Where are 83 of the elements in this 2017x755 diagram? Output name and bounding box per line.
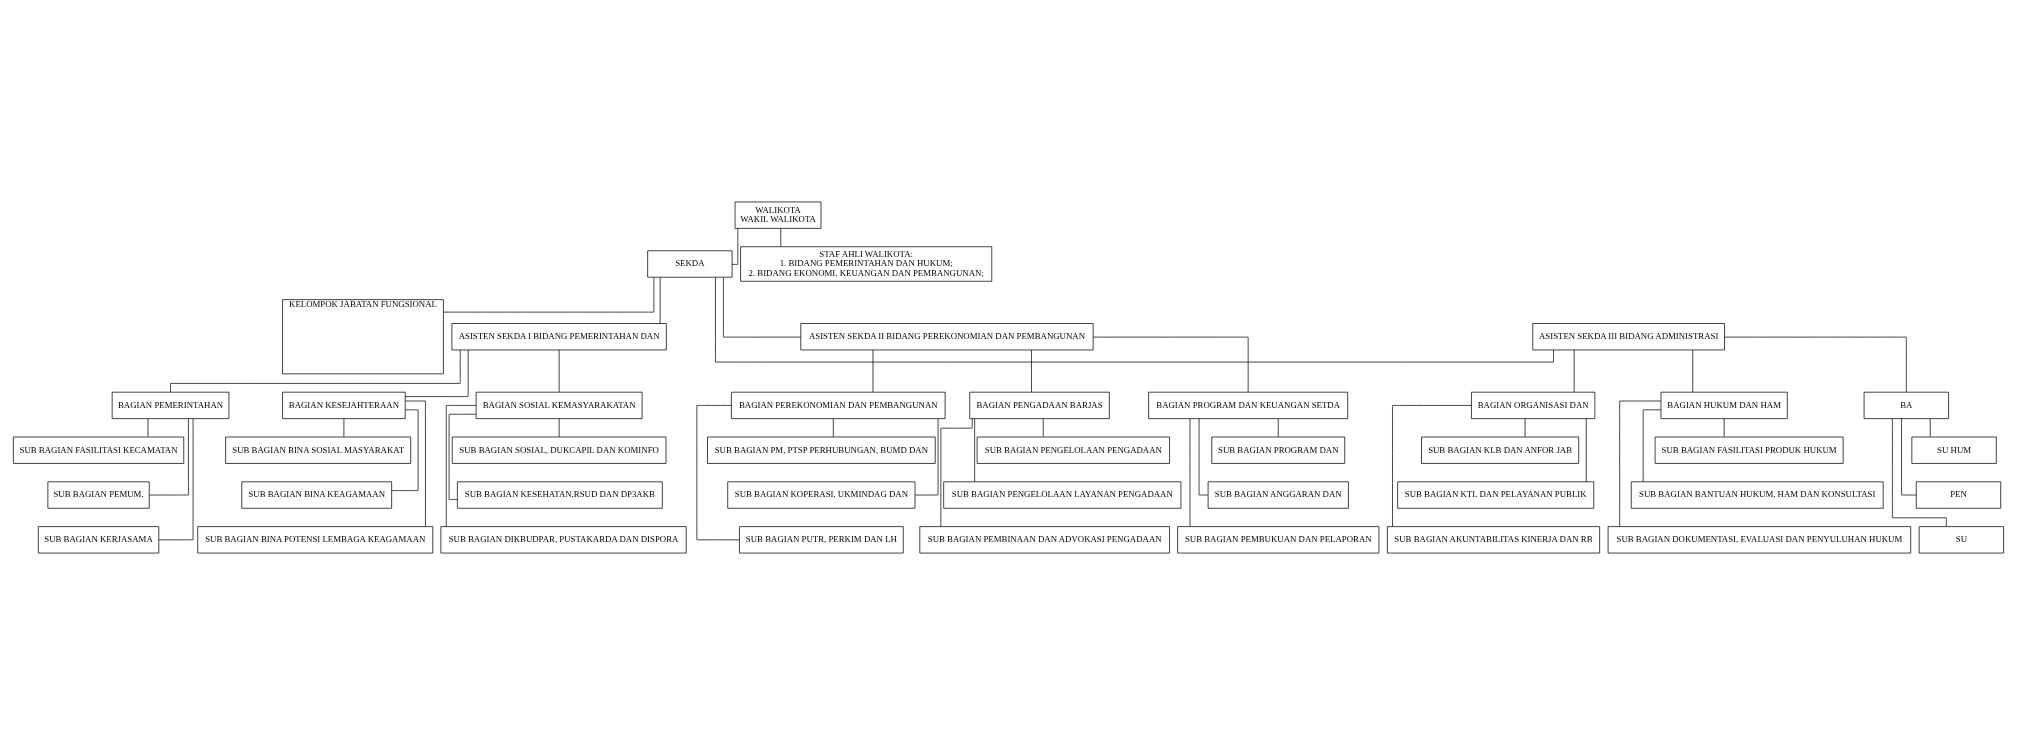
node-box: SUB BAGIAN PEMUM, bbox=[47, 481, 150, 509]
node-box: BAGIAN PENGADAAN BARJAS bbox=[969, 391, 1110, 419]
connector bbox=[1093, 336, 1249, 393]
connector bbox=[832, 418, 834, 438]
node-box: SUB BAGIAN KERJASAMA bbox=[37, 526, 160, 554]
node-box: SUB BAGIAN PUTR, PERKIM DAN LH bbox=[739, 526, 904, 554]
connector bbox=[404, 349, 469, 397]
connector bbox=[715, 276, 1554, 363]
connector bbox=[974, 418, 975, 483]
node-box: STAF AHLI WALIKOTA: 1. BIDANG PEMERINTAHAN DAN HUKUM; 2. BIDANG EKONOMI, KEUANGAN DAN PEMBANGUNAN; bbox=[740, 246, 993, 282]
connector bbox=[1724, 336, 1907, 393]
connector bbox=[696, 405, 740, 541]
connector bbox=[1723, 418, 1725, 438]
node-box: SUB BAGIAN PENGELOLAAN PENGADAAN bbox=[976, 436, 1170, 464]
connector bbox=[445, 405, 477, 527]
connector bbox=[1277, 418, 1279, 438]
node-box: BAGIAN SOSIAL KEMASYARAKATAN bbox=[475, 391, 643, 419]
node-box: ASISTEN SEKDA I BIDANG PEMERINTAHAN DAN bbox=[451, 323, 667, 351]
connector bbox=[1392, 405, 1472, 527]
connector bbox=[1585, 418, 1587, 483]
node-box: SUB BAGIAN FASILITASI KECAMATAN bbox=[12, 436, 185, 464]
connector bbox=[1042, 418, 1044, 438]
connector bbox=[914, 418, 939, 496]
connector bbox=[940, 418, 973, 527]
connector bbox=[731, 228, 739, 265]
node-box: SUB BAGIAN BANTUAN HUKUM, HAM DAN KONSULTASI bbox=[1630, 481, 1884, 509]
node-box: PEN bbox=[1915, 481, 2002, 509]
connector bbox=[1692, 349, 1694, 393]
node-box: SUB BAGIAN AKUNTABILITAS KINERJA DAN RB bbox=[1387, 526, 1600, 554]
node-box: ASISTEN SEKDA III BIDANG ADMINISTRASI bbox=[1532, 323, 1725, 351]
node-box: SUB BAGIAN PEMBINAAN DAN ADVOKASI PENGADAAN bbox=[919, 526, 1170, 554]
node-box: BA bbox=[1863, 391, 1949, 419]
node-box: WALIKOTA WAKIL WALIKOTA bbox=[734, 201, 822, 229]
node-box: BAGIAN KESEJAHTERAAN bbox=[282, 391, 406, 419]
node-box: SUB BAGIAN KTL DAN PELAYANAN PUBLIK bbox=[1397, 481, 1595, 509]
node-box: SUB BAGIAN ANGGARAN DAN bbox=[1207, 481, 1349, 509]
node-box: ASISTEN SEKDA II BIDANG PEREKONOMIAN DAN PEMBANGUNAN bbox=[800, 323, 1094, 351]
node-box: SUB BAGIAN DIKBUDPAR, PUSTAKARDA DAN DISPORA bbox=[440, 526, 687, 554]
node-box: SUB BAGIAN BINA KEAGAMAAN bbox=[241, 481, 392, 509]
connector bbox=[158, 418, 194, 541]
node-box: SU HUM bbox=[1911, 436, 1997, 464]
connector bbox=[1619, 400, 1662, 527]
connector bbox=[170, 349, 461, 393]
node-box: SUB BAGIAN KOPERASI, UKMINDAG DAN bbox=[727, 481, 916, 509]
connector bbox=[1189, 418, 1191, 527]
node-box: SU bbox=[1918, 526, 2005, 554]
connector bbox=[780, 228, 782, 247]
connector bbox=[391, 409, 419, 491]
node-box: BAGIAN ORGANISASI DAN bbox=[1471, 391, 1596, 419]
node-box: SUB BAGIAN BINA SOSIAL MASYARAKAT bbox=[225, 436, 412, 464]
node-box: SUB BAGIAN PM, PTSP PERHUBUNGAN, BUMD DAN bbox=[707, 436, 936, 464]
node-box: KELOMPOK JABATAN FUNGSIONAL bbox=[282, 299, 444, 375]
node-box: SUB BAGIAN PENGELOLAAN LAYANAN PENGADAAN bbox=[943, 481, 1182, 509]
node-box: SUB BAGIAN PEMBUKUAN DAN PELAPORAN bbox=[1177, 526, 1380, 554]
connector bbox=[1642, 409, 1662, 483]
node-box: BAGIAN PROGRAM DAN KEUANGAN SETDA bbox=[1148, 391, 1349, 419]
connector bbox=[147, 418, 149, 438]
connector bbox=[723, 277, 802, 338]
node-box: SEKDA bbox=[647, 250, 733, 278]
connector bbox=[443, 277, 655, 313]
node-box: BAGIAN PEMERINTAHAN bbox=[111, 391, 230, 419]
node-box: SUB BAGIAN FASILITASI PRODUK HUKUM bbox=[1654, 436, 1844, 464]
connector bbox=[558, 418, 560, 438]
node-box: SUB BAGIAN PROGRAM DAN bbox=[1211, 436, 1346, 464]
node-box: SUB BAGIAN KLB DAN ANFOR JAB bbox=[1421, 436, 1580, 464]
connector bbox=[448, 413, 477, 500]
node-box: BAGIAN HUKUM DAN HAM bbox=[1660, 391, 1788, 419]
connector bbox=[1198, 418, 1209, 496]
connector bbox=[1929, 418, 1931, 438]
node-box: SUB BAGIAN DOKUMENTASI, EVALUASI DAN PENYULUHAN HUKUM bbox=[1607, 526, 1912, 554]
node-box: SUB BAGIAN SOSIAL, DUKCAPIL DAN KOMINFO bbox=[451, 436, 667, 464]
node-box: SUB BAGIAN KESEHATAN,RSUD DAN DP3AKB bbox=[457, 481, 663, 509]
node-box: SUB BAGIAN BINA POTENSI LEMBAGA KEAGAMAAN bbox=[197, 526, 434, 554]
connector bbox=[1573, 349, 1575, 393]
connector bbox=[343, 418, 345, 438]
connector bbox=[659, 277, 661, 324]
connector bbox=[1524, 418, 1526, 438]
connector bbox=[1892, 418, 1947, 527]
connector bbox=[404, 400, 426, 527]
node-box: BAGIAN PEREKONOMIAN DAN PEMBANGUNAN bbox=[731, 391, 946, 419]
connector bbox=[1031, 349, 1032, 393]
connector bbox=[1901, 418, 1917, 496]
connector bbox=[148, 418, 189, 496]
